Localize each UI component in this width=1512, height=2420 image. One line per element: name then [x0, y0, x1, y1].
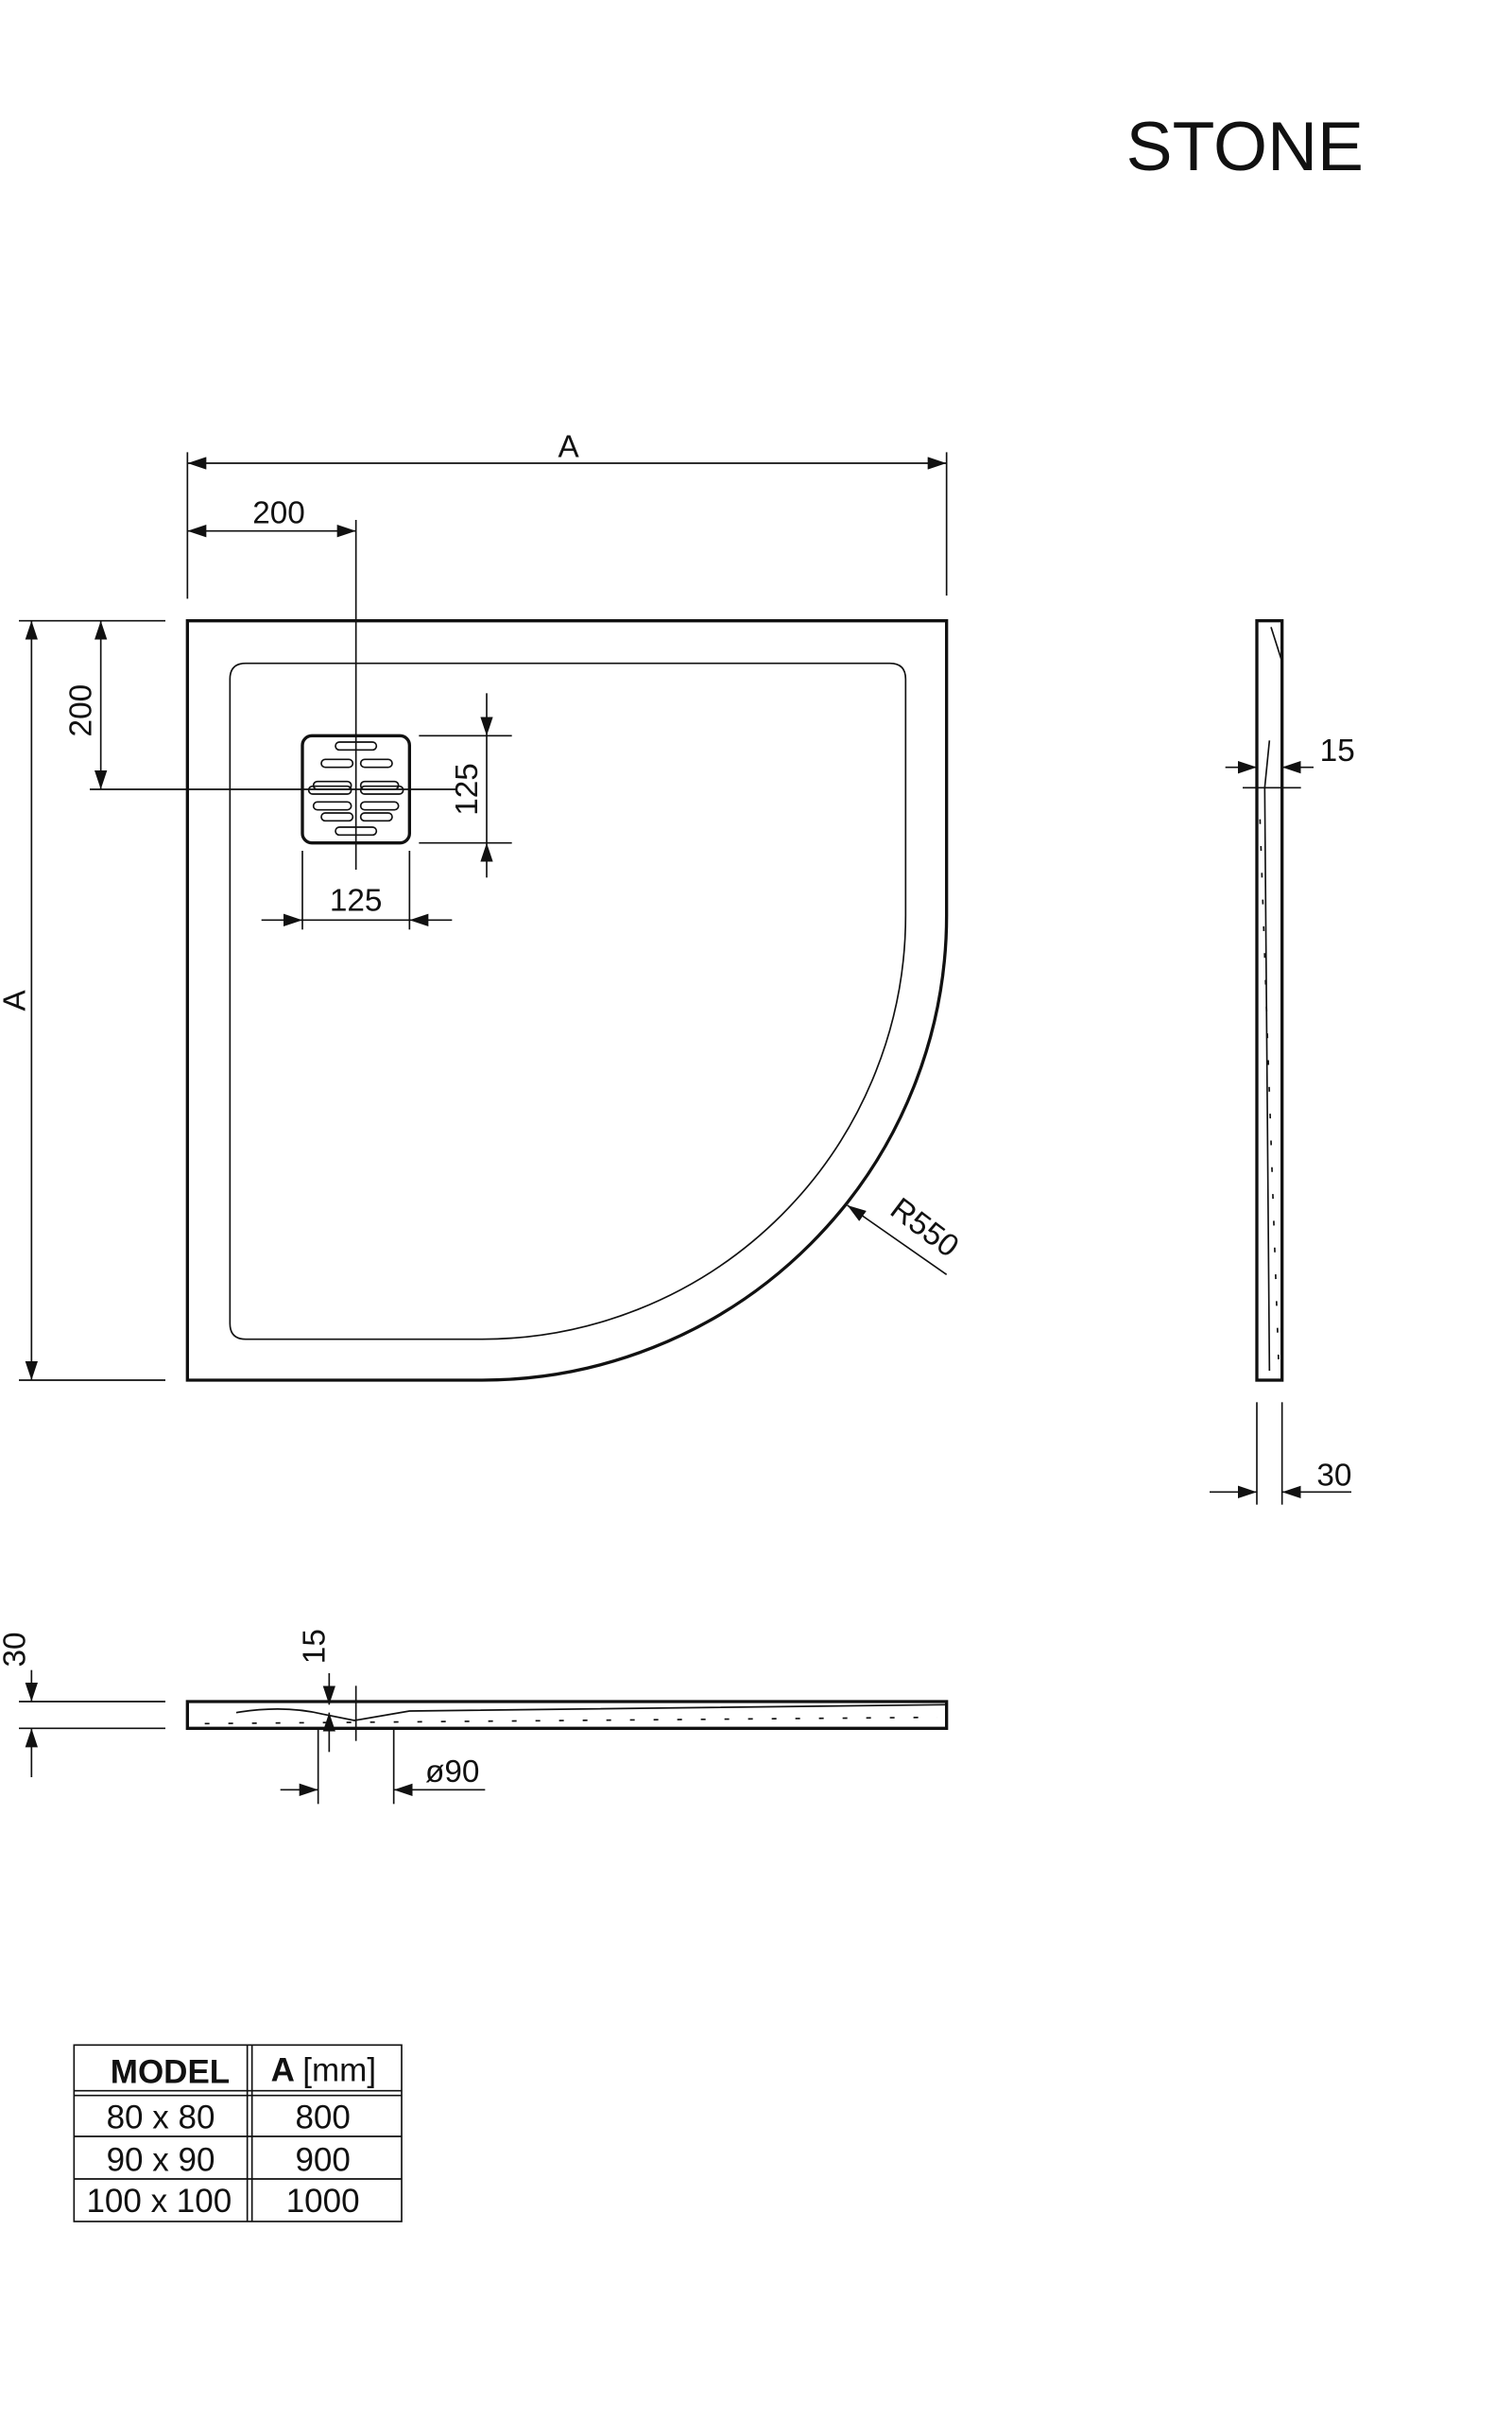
product-title: STONE — [1126, 108, 1364, 185]
dim-radius: R550 — [884, 1191, 965, 1265]
dim-section-thickness: 30 — [0, 1632, 33, 1667]
table-row-model: 80 x 80 — [107, 2100, 215, 2136]
section-view: 30 15 ø90 — [0, 1629, 949, 1805]
top-view: A 200 A 200 125 125 R550 — [0, 429, 965, 1382]
table-header-a: A[mm] — [271, 2052, 376, 2089]
dim-outlet-diameter: ø90 — [425, 1754, 479, 1789]
dim-height-label: A — [0, 989, 33, 1011]
dim-side-thickness: 30 — [1316, 1459, 1351, 1494]
dim-drain-width: 125 — [330, 883, 383, 918]
model-table: MODEL A[mm] 80 x 80 800 90 x 90 900 100 … — [73, 2044, 403, 2222]
dim-drain-height: 125 — [450, 763, 485, 816]
table-row-a: 900 — [295, 2142, 350, 2179]
table-row-model: 100 x 100 — [86, 2183, 232, 2220]
dim-side-rim: 15 — [1320, 734, 1355, 769]
dim-drain-offset-x: 200 — [252, 495, 305, 530]
tray-inner-edge — [229, 662, 907, 1340]
table-row-model: 90 x 90 — [107, 2142, 215, 2179]
dim-width-label: A — [558, 429, 580, 464]
side-view: 15 30 — [1210, 619, 1355, 1505]
tray-outline — [185, 619, 949, 1382]
dim-drain-offset-y: 200 — [64, 684, 99, 737]
table-row-a: 1000 — [286, 2183, 360, 2220]
table-header-model: MODEL — [111, 2053, 230, 2090]
table-row-a: 800 — [295, 2100, 350, 2136]
dim-section-depth: 15 — [297, 1629, 332, 1664]
